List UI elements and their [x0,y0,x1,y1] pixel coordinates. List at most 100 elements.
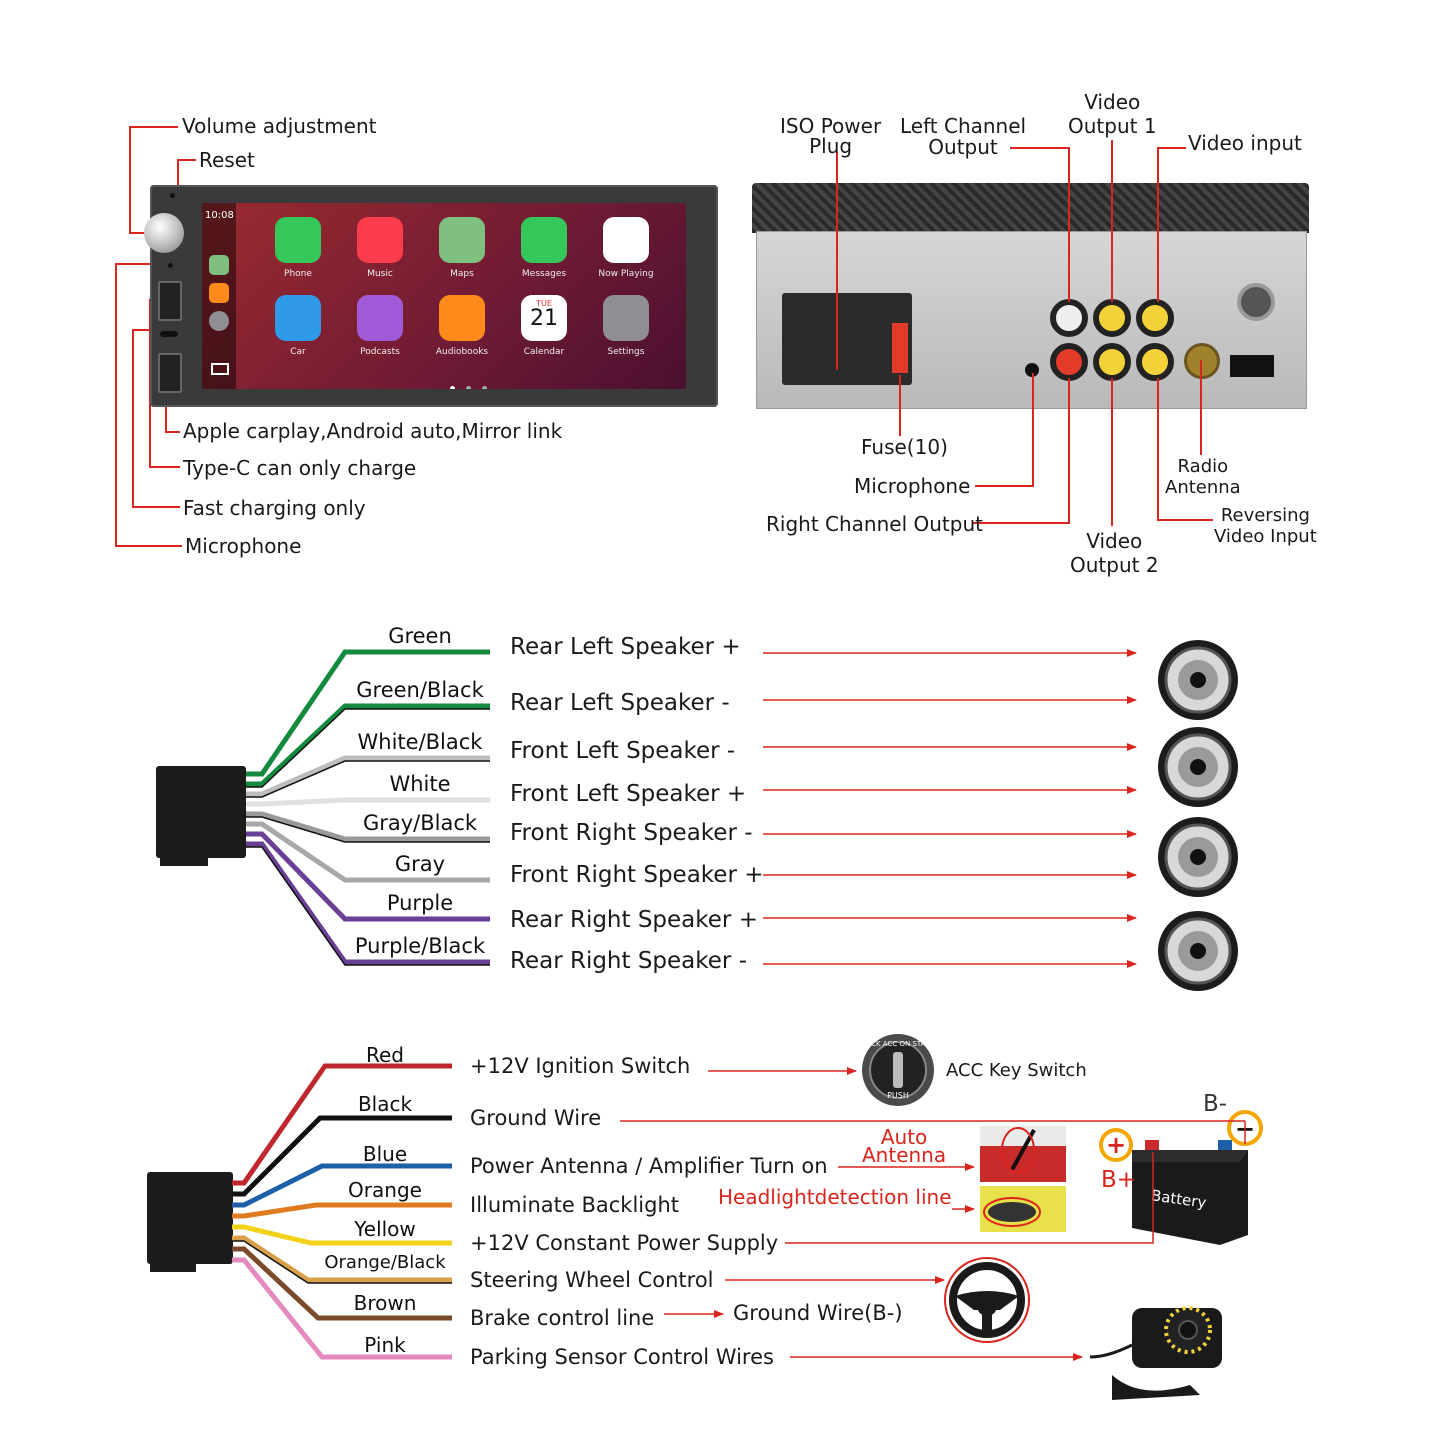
app-settings[interactable]: Settings [598,295,654,357]
clock: 10:08 [205,210,234,221]
battery-icon: Battery [1132,1140,1248,1245]
wire-color-label: Purple/Black [354,934,486,958]
app-podcasts[interactable]: Podcasts [352,295,408,357]
speaker-wire-5 [246,811,490,842]
label-headlight-detection: Headlightdetection line [718,1185,952,1209]
app-phone[interactable]: Phone [270,217,326,279]
car-home-icon [275,295,321,341]
wire-color-label: Green/Black [356,678,484,702]
speaker-wire-2 [246,703,490,787]
steering-wheel-icon [944,1257,1030,1343]
power-wire-3 [232,1163,452,1208]
rear-panel [752,183,1309,410]
wire-color-label: Brown [353,1291,417,1315]
wire-function-label: Front Left Speaker + [510,781,747,807]
power-wire-6 [232,1235,452,1283]
app-maps[interactable]: Maps [434,217,490,279]
wire-function-label: Ground Wire [470,1106,602,1130]
speaker-icon [1158,817,1238,897]
music-icon [357,217,403,263]
app-messages[interactable]: Messages [516,217,572,279]
usb-port-lower[interactable] [158,353,182,393]
wire-color-label: Yellow [354,1217,416,1241]
app-audiobooks[interactable]: Audiobooks [434,295,490,357]
wire-color-label: Orange [348,1178,422,1202]
wire-function-label: Rear Right Speaker + [510,907,758,933]
fuse [892,323,908,373]
wire-color-label: White/Black [357,730,483,754]
label-right-channel-output: Right Channel Output [766,512,983,536]
app-music[interactable]: Music [352,217,408,279]
wire-color-label: Orange/Black [324,1252,446,1273]
label-video-output-2: Video Output 2 [1070,529,1159,577]
label-left-channel-output: Left Channel Output [900,114,1027,159]
label-microphone-front: Microphone [185,534,302,558]
usb-port-upper[interactable] [158,281,182,321]
wire-function-label: Illuminate Backlight [470,1193,679,1217]
label-fast-charging: Fast charging only [183,496,366,520]
label-reversing-video-input: Reversing Video Input [1214,505,1317,547]
speaker-wire-stripe [246,760,490,798]
now-playing-icon [603,217,649,263]
podcasts-icon [357,295,403,341]
app-label: Now Playing [598,269,654,279]
speaker-wire-7 [246,831,490,922]
app-label: Music [367,269,393,279]
speaker-connector [156,766,246,866]
reset-hole[interactable] [170,193,175,198]
sidebar-maps-icon[interactable] [209,255,229,275]
audiobooks-icon [439,295,485,341]
label-b-plus: B+ [1101,1167,1137,1193]
label-radio-antenna: Radio Antenna [1165,456,1241,498]
iso-connector [782,293,912,385]
mic-hole [168,263,173,268]
speaker-wire-3 [246,755,490,797]
wire-function-label: +12V Constant Power Supply [470,1231,779,1255]
power-wire-2 [232,1115,452,1197]
wire-function-label: Rear Left Speaker - [510,690,730,716]
wire-function-label: Parking Sensor Control Wires [470,1345,774,1369]
power-wire-stripe [232,1240,452,1284]
speaker-wire-6 [246,821,490,883]
speaker-wire-4 [246,797,490,807]
auto-antenna-photo [980,1126,1066,1182]
typec-port[interactable] [160,331,178,337]
label-iso-power-plug: ISO Power Plug [780,114,882,158]
sidebar-audiobooks-icon[interactable] [209,283,229,303]
app-label: Car [290,347,306,357]
app-label: Messages [521,269,567,279]
dashboard-icon[interactable] [211,363,229,375]
app-label: Podcasts [360,347,400,357]
screen-sidebar: 10:08 [202,203,236,389]
wire-color-label: Black [357,1092,413,1116]
page-dots [447,376,490,389]
wire-function-label: Rear Right Speaker - [510,948,747,974]
app-label: Settings [607,347,645,357]
sidebar-settings-icon[interactable] [209,311,229,331]
wire-color-label: Purple [386,891,454,915]
power-wire-4 [232,1202,452,1219]
power-wire-8 [232,1257,452,1360]
wire-color-label: Pink [364,1333,406,1357]
settings-icon [603,295,649,341]
wire-color-label: White [389,772,451,796]
wire-function-label: Power Antenna / Amplifier Turn on [470,1154,828,1178]
label-b-minus: B- [1203,1091,1228,1117]
power-extra-lines [620,1120,1246,1244]
label-auto-antenna: Auto Antenna [862,1125,947,1167]
acc-ring-text: LOCK ACC ON START [862,1040,935,1048]
volume-knob[interactable] [144,213,184,253]
speaker-wire-stripe [246,708,490,788]
power-connector [147,1172,233,1272]
wire-color-label: Green [388,624,452,648]
speaker-wire-1 [246,649,490,777]
app-now-playing[interactable]: Now Playing [598,217,654,279]
app-car[interactable]: Car [270,295,326,357]
plus-terminal-icon: + [1099,1128,1133,1162]
power-wire-1 [232,1063,452,1186]
